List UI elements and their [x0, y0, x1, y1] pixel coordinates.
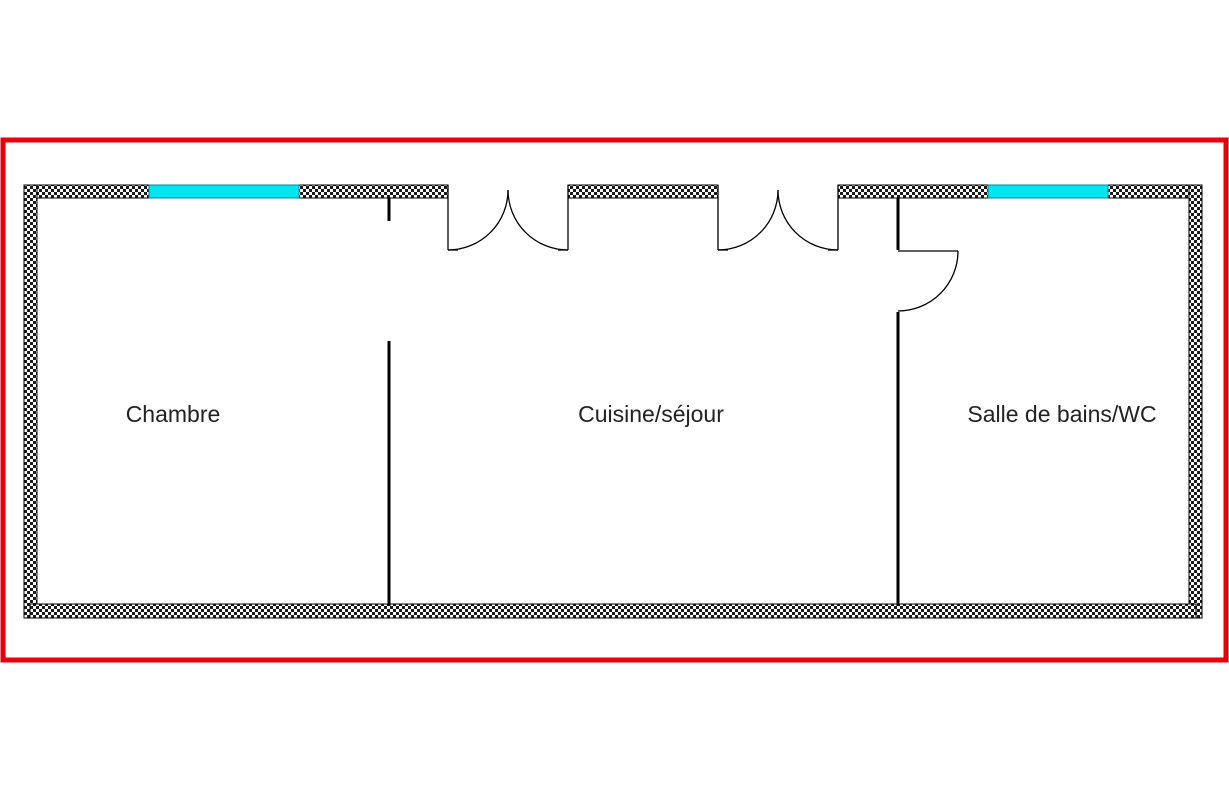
windows	[148, 184, 1109, 199]
room-label-salle-de-bains-wc: Salle de bains/WC	[967, 401, 1156, 427]
top-wall-middle	[567, 184, 719, 199]
door-salle-de-bains	[897, 250, 959, 312]
doors	[447, 185, 959, 312]
double-door-entrance-2	[717, 185, 839, 251]
exterior-walls	[23, 184, 1203, 619]
bottom-wall	[29, 603, 1197, 619]
window-salle-de-bains	[987, 184, 1109, 199]
right-wall	[1188, 184, 1203, 619]
plan-frame	[0, 137, 1229, 663]
interior-partitions	[387, 198, 900, 606]
window-chambre	[148, 184, 300, 199]
room-label-chambre: Chambre	[126, 401, 221, 427]
double-door-entrance-1	[447, 185, 569, 251]
left-wall	[23, 184, 38, 619]
room-label-cuisine-sejour: Cuisine/séjour	[578, 401, 724, 427]
